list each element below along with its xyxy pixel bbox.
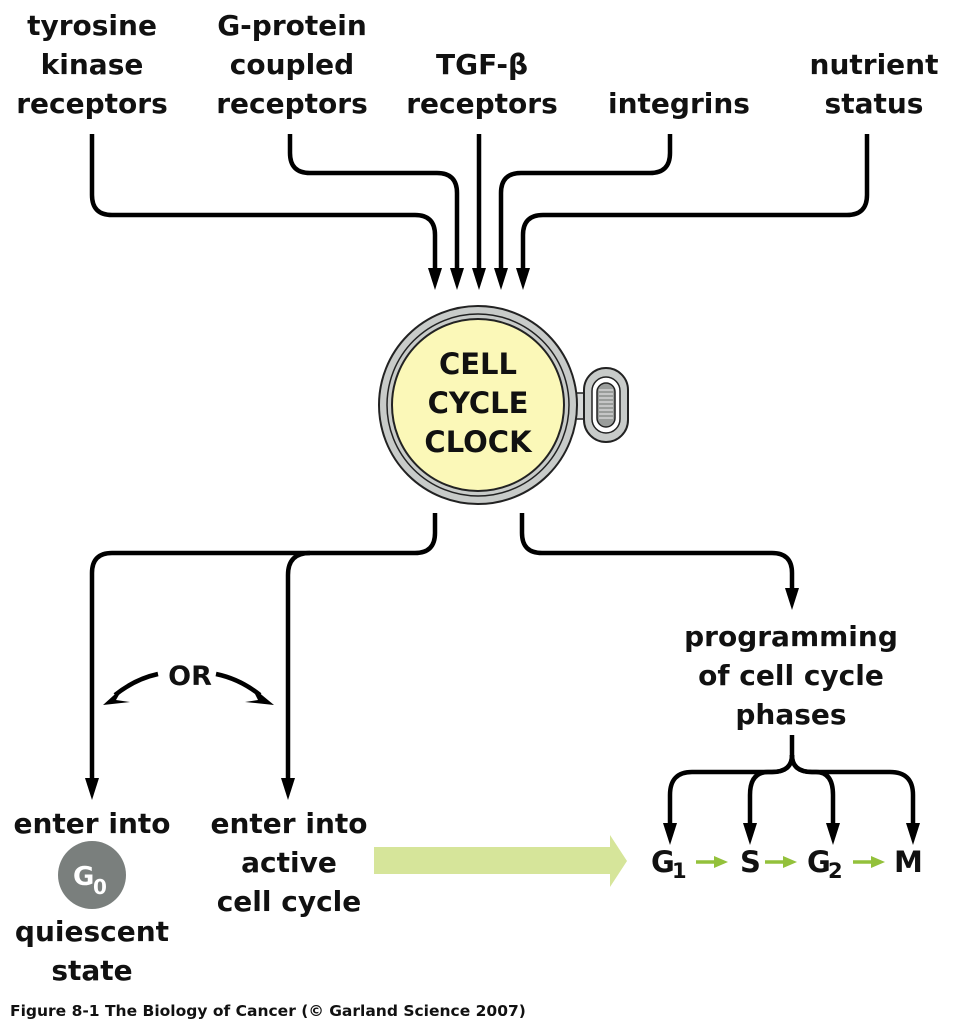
phase-main: M — [894, 845, 923, 879]
arrowhead — [906, 823, 920, 845]
arrow-integrins — [498, 134, 673, 272]
active-label-line: active — [241, 846, 337, 879]
label-line: status — [825, 87, 924, 120]
input-g-protein-label: G-protein coupled receptors — [216, 9, 368, 120]
label-line: integrins — [608, 87, 750, 120]
arrowhead — [245, 686, 274, 705]
phase-s: S — [740, 845, 761, 879]
programming-label-line: of cell cycle — [698, 659, 884, 692]
arrowhead — [472, 268, 486, 290]
g0-badge-main: G — [73, 862, 94, 892]
arrowhead — [785, 588, 799, 610]
branch-to-g1 — [667, 754, 795, 825]
programming-label-line: phases — [735, 698, 846, 731]
programming-label-line: programming — [684, 620, 898, 653]
label-line: receptors — [406, 87, 558, 120]
phase-g2: G 2 — [807, 845, 843, 883]
active-label-line: enter into — [210, 807, 367, 840]
clock-label-line: CELL — [439, 347, 517, 381]
or-label: OR — [168, 661, 212, 692]
arrowhead — [743, 823, 757, 845]
arrowhead — [85, 778, 99, 800]
arrowhead — [428, 268, 442, 290]
phase-main: G — [807, 845, 831, 879]
arrowhead — [516, 268, 530, 290]
phase-arrow — [696, 856, 728, 868]
arrowhead — [826, 823, 840, 845]
branch-to-g2 — [789, 754, 836, 825]
phase-main: G — [651, 845, 675, 879]
or-arrow-right — [215, 671, 262, 697]
quiescent-bottom-label: quiescent — [15, 915, 169, 948]
arrowhead — [663, 823, 677, 845]
arrow-to-programming — [519, 513, 795, 590]
input-arrows — [89, 134, 870, 290]
arrowhead — [494, 268, 508, 290]
branch-to-s — [747, 754, 795, 825]
phase-sub: 1 — [672, 859, 687, 883]
input-nutrient-label: nutrient status — [810, 48, 939, 120]
cell-cycle-phases: G 1 S G 2 M — [651, 845, 923, 883]
arrow-tyrosine-kinase — [89, 134, 438, 272]
label-line: coupled — [230, 48, 354, 81]
label-line: receptors — [216, 87, 368, 120]
label-line: tyrosine — [27, 9, 157, 42]
phase-g1: G 1 — [651, 845, 687, 883]
clock-face — [391, 318, 565, 492]
g0-badge — [58, 841, 126, 909]
phase-arrow — [765, 856, 797, 868]
quiescent-top-label: enter into — [13, 807, 170, 840]
arrowhead — [281, 778, 295, 800]
g0-badge-sub: 0 — [93, 875, 107, 899]
active-cycle-outcome: enter into active cell cycle — [210, 807, 367, 918]
quiescent-bottom-label: state — [51, 954, 132, 987]
or-decision: OR — [103, 661, 274, 705]
phase-sub: 2 — [828, 859, 843, 883]
figure-caption: Figure 8-1 The Biology of Cancer (© Garl… — [10, 1002, 526, 1020]
input-tgf-beta-label: TGF-β receptors — [406, 48, 558, 120]
quiescent-outcome: enter into G 0 quiescent state — [13, 807, 170, 987]
arrowhead — [103, 686, 130, 705]
label-line: kinase — [41, 48, 144, 81]
input-integrins-label: integrins — [608, 87, 750, 120]
arrow-to-decision — [89, 513, 438, 780]
arrow-g-protein — [287, 134, 460, 272]
big-transition-arrow — [374, 835, 627, 887]
cell-cycle-clock: CELL CYCLE CLOCK — [378, 305, 629, 505]
arrowhead — [450, 268, 464, 290]
phase-arrow-head — [871, 856, 885, 868]
clock-label-line: CLOCK — [424, 425, 533, 459]
phase-arrow-head — [783, 856, 797, 868]
arrow-to-active-cycle — [285, 550, 311, 780]
label-line: nutrient — [810, 48, 939, 81]
phase-branch-arrows — [663, 735, 920, 845]
active-label-line: cell cycle — [217, 885, 362, 918]
label-line: receptors — [16, 87, 168, 120]
or-arrow-left — [113, 671, 159, 697]
phase-m: M — [894, 845, 923, 879]
clock-label-line: CYCLE — [428, 386, 529, 420]
input-tyrosine-kinase-label: tyrosine kinase receptors — [16, 9, 168, 120]
phase-main: S — [740, 845, 761, 879]
arrow-nutrient — [520, 134, 870, 272]
programming-outcome: programming of cell cycle phases — [684, 620, 898, 731]
label-line: TGF-β — [436, 48, 528, 81]
output-arrows — [85, 513, 799, 800]
phase-arrow-head — [714, 856, 728, 868]
clock-rim-inner-line — [386, 313, 570, 497]
label-line: G-protein — [217, 9, 367, 42]
clock-crown-ridges — [599, 389, 613, 419]
branch-to-m — [789, 754, 916, 825]
phase-arrow — [853, 856, 885, 868]
